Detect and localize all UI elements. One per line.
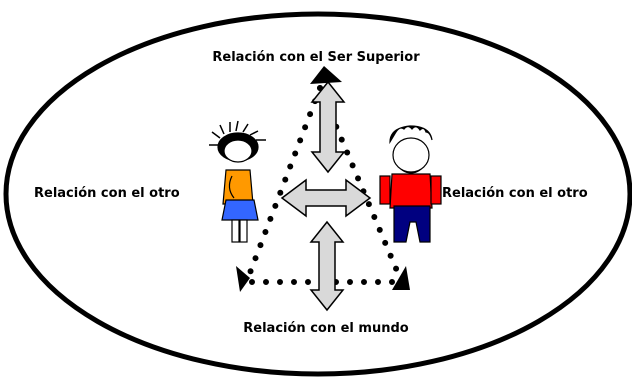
label-ser-superior: Relación con el Ser Superior <box>212 50 420 65</box>
dotted-triangle <box>245 85 403 285</box>
horizontal-arrow-icon <box>280 178 372 218</box>
top-marker-icon <box>310 66 342 84</box>
lower-vertical-arrow-icon <box>309 220 345 312</box>
boy-figure-icon <box>379 125 442 243</box>
label-otro-left: Relación con el otro <box>34 186 180 201</box>
girl-figure-icon <box>209 120 266 243</box>
outer-ellipse <box>3 11 632 377</box>
bottom-right-marker-icon <box>392 266 410 290</box>
bottom-left-marker-icon <box>236 266 250 292</box>
label-otro-right: Relación con el otro <box>442 186 588 201</box>
label-mundo: Relación con el mundo <box>243 321 409 336</box>
upper-vertical-arrow-icon <box>310 80 346 174</box>
